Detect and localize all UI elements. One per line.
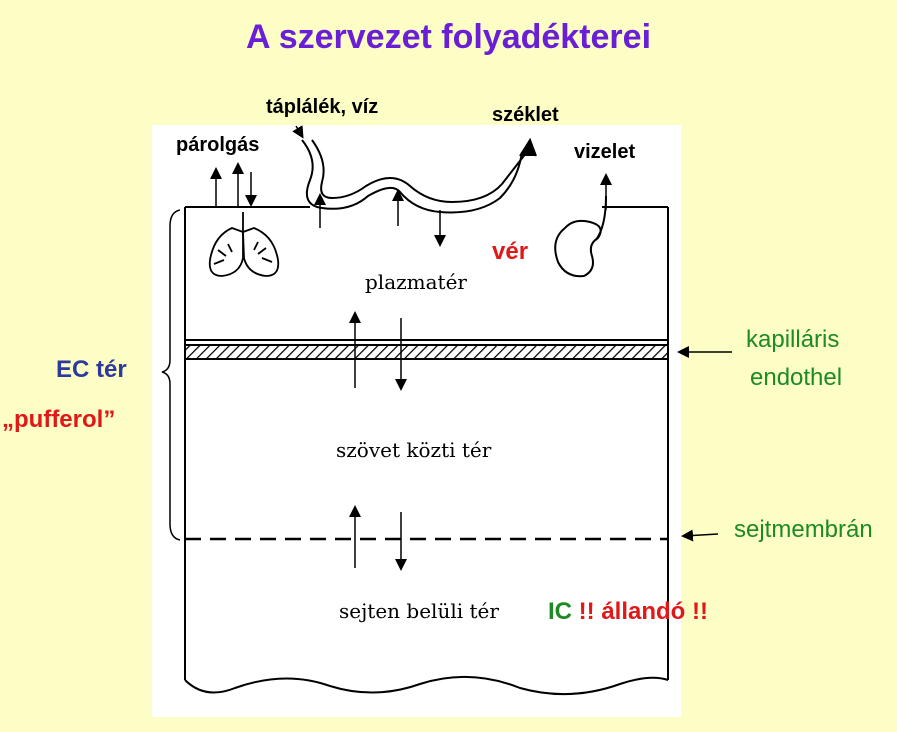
- label-ic-allando: IC !! állandó !!: [548, 598, 708, 626]
- label-allando: !! állandó !!: [578, 598, 708, 625]
- label-ic: IC: [548, 598, 572, 625]
- bottom-wavy-edge: [184, 675, 669, 696]
- label-kapillaris: kapilláris: [746, 326, 840, 353]
- top-arrows: [210, 125, 612, 247]
- lungs-icon: [208, 212, 280, 277]
- label-ec-ter: EC tér: [56, 356, 127, 383]
- membrane-arrows: [349, 505, 407, 571]
- label-ver: vér: [492, 238, 529, 265]
- pointer-arrows: [677, 346, 732, 542]
- label-plazmater: plazmatér: [365, 270, 467, 294]
- kidney-icon: [554, 195, 607, 278]
- page-title: A szervezet folyadékterei: [245, 18, 652, 56]
- label-sejtmembran: sejtmembrán: [734, 516, 873, 543]
- label-endothel: endothel: [750, 364, 843, 391]
- label-taplalek: táplálék, víz: [266, 96, 379, 118]
- ec-brace: [161, 209, 181, 541]
- label-pufferol: „pufferol”: [2, 406, 116, 433]
- label-szovet-kozti-ter: szövet közti tér: [336, 438, 492, 462]
- label-parolgas: párolgás: [176, 134, 260, 156]
- gut-tube-icon: [301, 137, 537, 214]
- capillary-arrows: [349, 311, 407, 391]
- capillary-endothel-band: [184, 344, 669, 360]
- label-sejten-beluli-ter: sejten belüli tér: [339, 599, 499, 623]
- label-vizelet: vizelet: [574, 141, 636, 163]
- label-szeklet: széklet: [492, 104, 559, 126]
